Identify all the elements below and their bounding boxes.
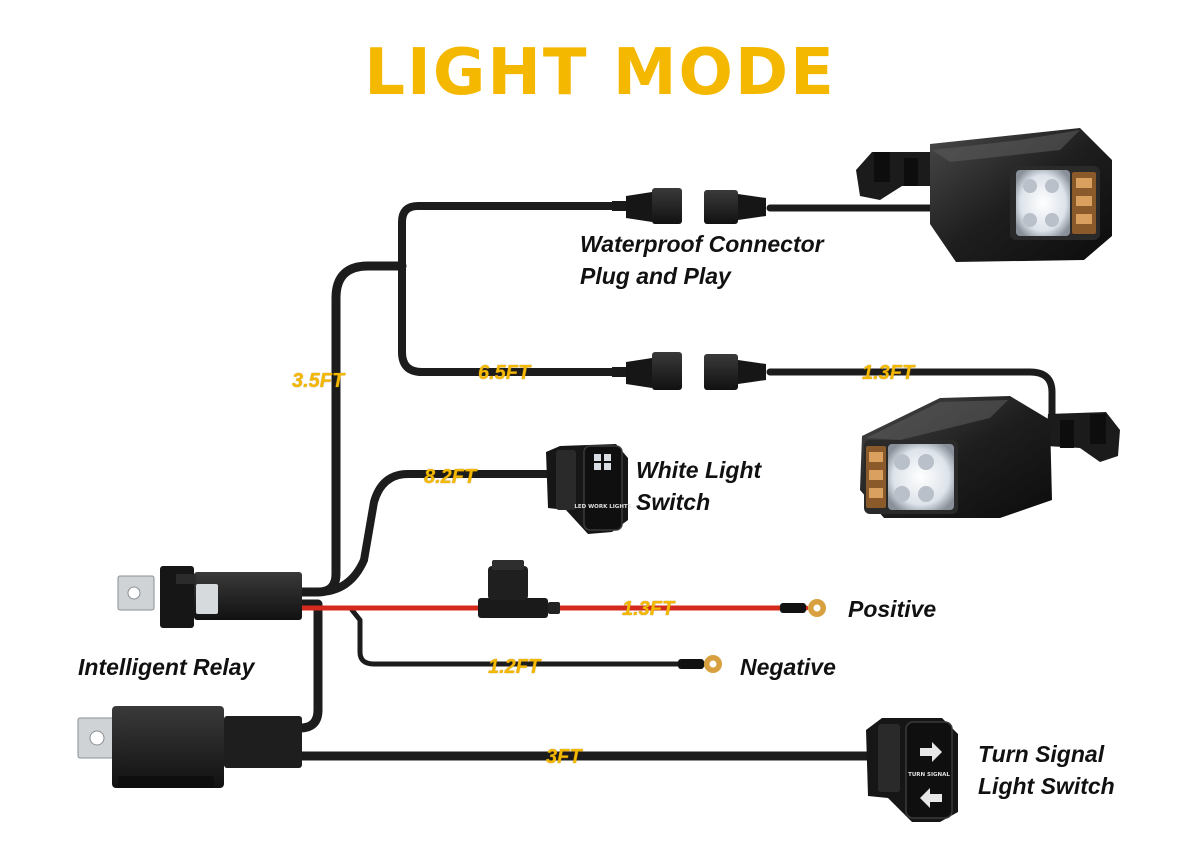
wire-main-trunk (295, 261, 407, 597)
upper-relay (117, 566, 302, 628)
intelligent-relay-label: Intelligent Relay (78, 654, 255, 680)
turn-signal-switch-label: Turn Signal Light Switch (978, 738, 1115, 802)
white-switch-engraving: LED WORK LIGHTS (574, 504, 631, 510)
positive-label: Positive (848, 596, 937, 622)
waterproof-connector-label-line-1: Waterproof Connector (580, 231, 824, 257)
turn-right-arrow-icon (920, 742, 942, 762)
positive-terminal (780, 599, 826, 617)
wire-harness (295, 202, 1056, 761)
white-light-switch-label-line-1: White Light (636, 457, 762, 483)
wire-lower-lamp-lead (766, 368, 1056, 424)
inline-fuse-holder (478, 560, 560, 618)
upper-waterproof-connector (612, 188, 766, 224)
wire-negative (349, 607, 707, 667)
turn-signal-switch-label-line-2: Light Switch (978, 773, 1115, 799)
length-label-lower-connector: 6.5FT (478, 362, 531, 384)
length-label-white-switch-lead: 8.2FT (424, 466, 477, 488)
wire-lower-connector (398, 262, 626, 376)
lower-led-lamp (860, 396, 1120, 518)
page-title: LIGHT MODE (364, 36, 836, 110)
wire-upper-connector (398, 202, 626, 270)
negative-terminal (678, 655, 722, 673)
white-light-switch-label-line-2: Switch (636, 489, 711, 515)
length-label-turn-switch-lead: 3FT (546, 746, 582, 768)
lower-relay (77, 706, 302, 788)
turn-left-arrow-icon (920, 788, 942, 808)
white-light-rocker-switch: LED WORK LIGHTS (546, 444, 632, 534)
lower-waterproof-connector (612, 352, 766, 390)
length-label-positive-lead: 1.3FT (622, 598, 675, 620)
length-label-main-branch: 3.5FT (292, 370, 345, 392)
waterproof-connector-label-line-2: Plug and Play (580, 263, 731, 289)
length-label-negative-lead: 1.2FT (488, 656, 541, 678)
wire-lower-trunk (295, 599, 323, 733)
waterproof-connector-label: Waterproof Connector Plug and Play (580, 228, 824, 292)
negative-label: Negative (740, 654, 836, 680)
turn-signal-rocker-switch: TURN SIGNAL (866, 718, 958, 822)
upper-led-lamp (856, 128, 1112, 262)
length-label-right-lamp-lead: 1.3FT (862, 362, 915, 384)
wire-white-switch-lead (314, 470, 552, 596)
turn-signal-switch-label-line-1: Turn Signal (978, 741, 1105, 767)
turn-switch-engraving: TURN SIGNAL (908, 772, 950, 778)
white-light-switch-label: White Light Switch (636, 454, 761, 518)
